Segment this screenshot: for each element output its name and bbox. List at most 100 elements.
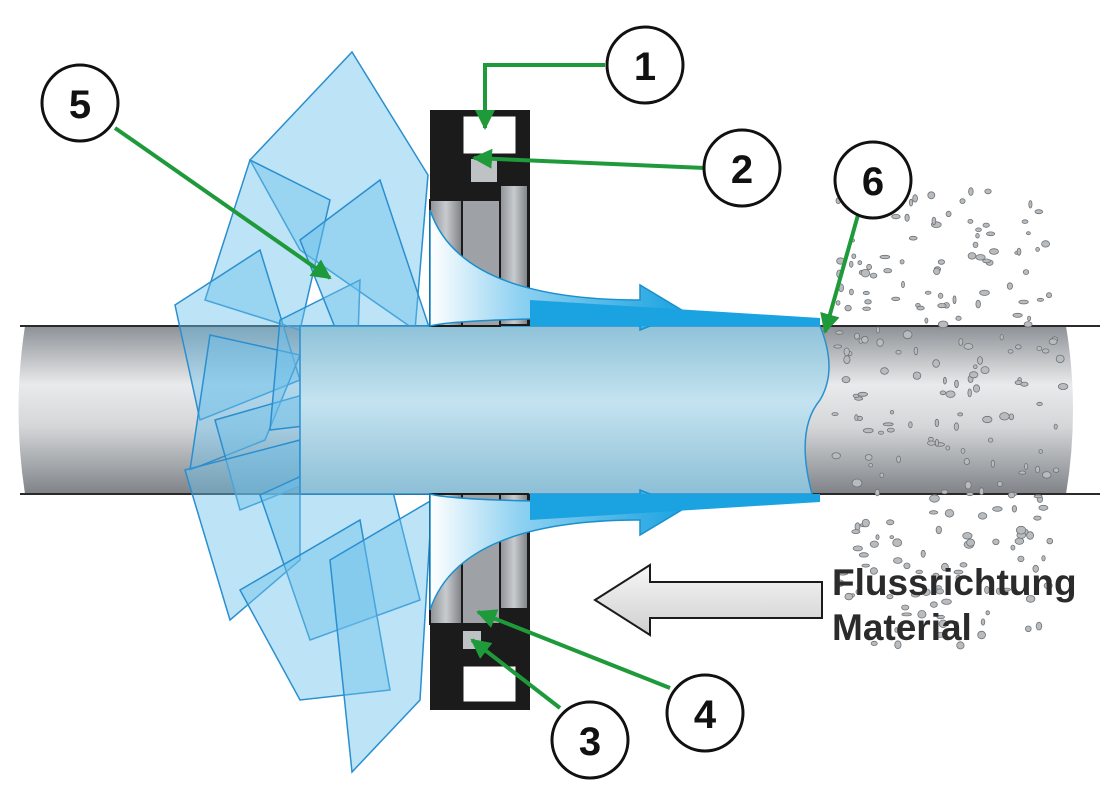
dirt-particle <box>967 252 977 260</box>
dirt-particle <box>989 248 999 255</box>
dirt-particle <box>937 320 949 329</box>
dirt-particle <box>1027 315 1032 322</box>
dirt-particle <box>833 344 842 349</box>
callout-5-label: 5 <box>69 83 91 127</box>
dirt-particle <box>955 574 962 582</box>
dirt-particle <box>1016 247 1022 256</box>
dirt-particle <box>967 218 974 224</box>
dirt-particle <box>1025 595 1036 603</box>
dirt-particle <box>861 563 870 568</box>
dirt-particle <box>870 640 878 646</box>
dirt-particle <box>959 198 966 204</box>
dirt-particle <box>844 304 852 312</box>
dirt-particle <box>969 371 979 379</box>
dirt-particle <box>975 299 981 309</box>
dirt-particle <box>1014 537 1025 545</box>
dirt-particle <box>841 376 851 384</box>
dirt-particle <box>959 562 968 568</box>
dirt-particle <box>987 437 994 443</box>
dirt-particle <box>864 299 872 305</box>
dirt-particle <box>837 570 849 576</box>
dirt-particle <box>1041 240 1050 248</box>
callout-6-label: 6 <box>862 160 884 204</box>
callout-2: 2 <box>472 128 782 208</box>
dirt-particle <box>968 187 974 196</box>
dirt-particle <box>858 552 869 558</box>
dirt-particle <box>1025 625 1032 632</box>
dirt-particle <box>924 290 932 295</box>
callout-3-label: 3 <box>579 720 601 764</box>
dirt-particle <box>945 390 956 398</box>
dirt-particles <box>831 186 1069 650</box>
dirt-particle <box>1017 555 1025 563</box>
dirt-particle <box>985 610 990 616</box>
dirt-particle <box>889 535 895 539</box>
dirt-particle <box>1055 354 1065 364</box>
dirt-particle <box>1046 537 1054 545</box>
dirt-particle <box>864 454 873 461</box>
dirt-particle <box>851 478 863 488</box>
dirt-particle <box>973 384 981 393</box>
dirt-particle <box>977 356 983 365</box>
dirt-particle <box>913 346 919 356</box>
dirt-particle <box>977 512 988 520</box>
dirt-particle <box>935 585 942 590</box>
dirt-particle <box>927 191 936 200</box>
callout-1-label: 1 <box>634 45 656 89</box>
dirt-particle <box>945 445 951 451</box>
dirt-particle <box>999 334 1004 341</box>
dirt-particle <box>966 491 974 497</box>
dirt-particle <box>852 545 863 552</box>
dirt-particle <box>886 427 895 433</box>
dirt-particle <box>1038 504 1049 511</box>
dirt-particle <box>1010 544 1016 551</box>
dirt-particle <box>908 198 914 207</box>
dirt-particle <box>901 604 910 611</box>
dirt-particle <box>967 388 972 398</box>
dirt-particle <box>941 562 949 572</box>
dirt-particle <box>917 610 927 619</box>
dirt-particle <box>862 290 870 296</box>
dirt-particle <box>938 619 948 628</box>
dirt-particle <box>1021 219 1029 224</box>
dirt-particle <box>1012 312 1023 318</box>
dirt-particle <box>891 296 901 302</box>
dirt-particle <box>1032 564 1039 573</box>
dirt-particle <box>849 260 854 268</box>
dirt-particle <box>1002 587 1011 592</box>
dirt-particle <box>878 430 885 435</box>
dirt-particle <box>939 390 947 396</box>
dirt-particle <box>1041 348 1050 354</box>
callout-4-label: 4 <box>694 693 717 737</box>
dirt-particle <box>875 629 881 638</box>
dirt-particle <box>891 214 901 220</box>
dirt-particle <box>975 232 980 239</box>
callout-5: 5 <box>40 63 332 280</box>
dirt-particle <box>990 459 996 468</box>
dirt-particle <box>1026 231 1031 236</box>
dirt-particle <box>893 557 903 564</box>
dirt-particle <box>978 487 985 496</box>
dirt-particle <box>1053 423 1058 430</box>
dirt-particle <box>932 359 940 368</box>
dirt-particle <box>861 335 869 344</box>
dirt-particle <box>1035 465 1040 474</box>
dirt-particle <box>931 216 937 226</box>
dirt-particle <box>1038 449 1043 454</box>
dirt-particle <box>943 376 947 385</box>
scraped-flow-bottom <box>429 488 820 611</box>
dirt-particle <box>995 587 1003 595</box>
dirt-particle <box>932 572 940 579</box>
dirt-particle <box>977 630 986 640</box>
dirt-particle <box>963 457 970 465</box>
dirt-particle <box>953 422 960 431</box>
scraped-shards <box>174 50 433 774</box>
dirt-particle <box>936 614 945 620</box>
dirt-particle <box>1035 621 1043 631</box>
dirt-particle <box>874 488 880 497</box>
dirt-particle <box>869 540 879 548</box>
dirt-particle <box>857 260 863 266</box>
dirt-particle <box>908 235 918 241</box>
